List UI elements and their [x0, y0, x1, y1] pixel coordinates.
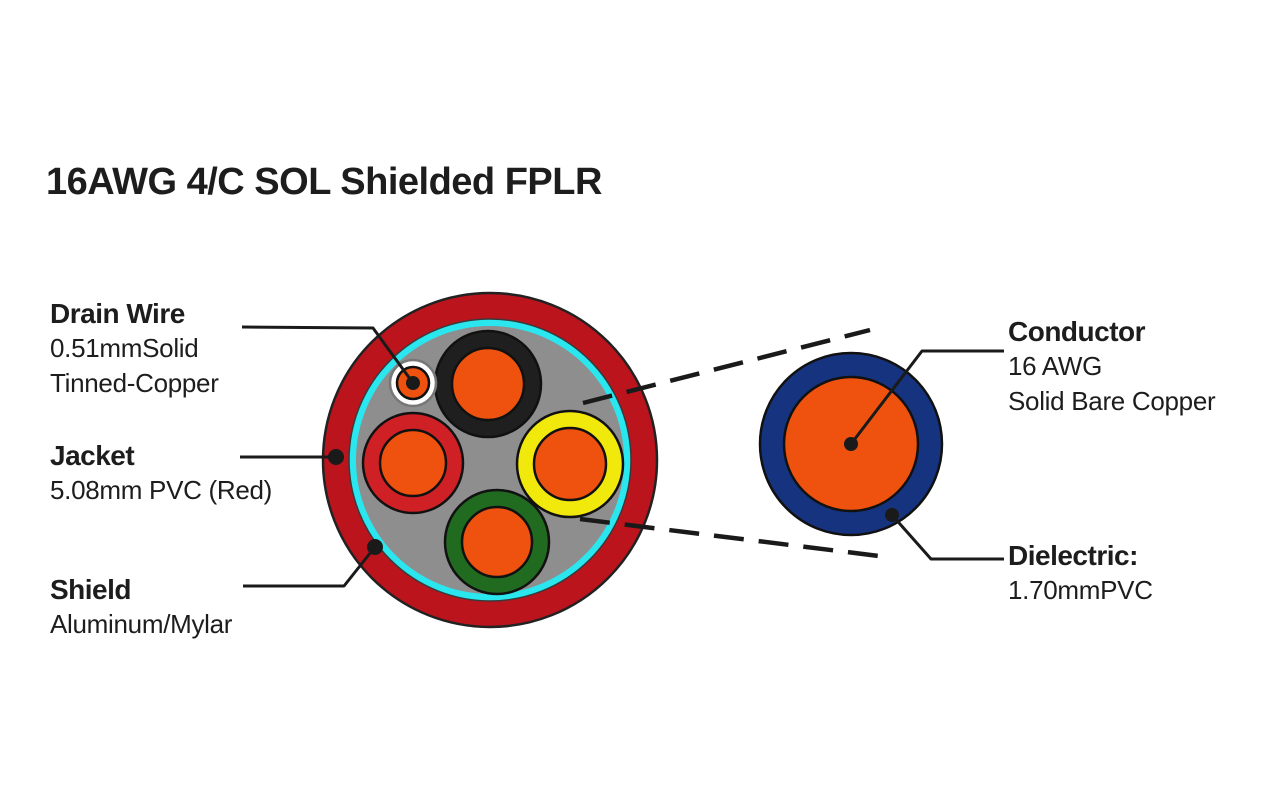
magnifier-line-bottom [579, 516, 888, 560]
callout-heading: Conductor [1008, 316, 1146, 347]
copper-core [460, 505, 534, 579]
callout-conductor: Conductor 16 AWG Solid Bare Copper [1008, 314, 1216, 419]
callout-detail: 16 AWG [1008, 351, 1103, 381]
callout-detail: 1.70mmPVC [1008, 575, 1153, 605]
conductor-yellow [515, 409, 625, 519]
callout-shield: Shield Aluminum/Mylar [50, 572, 232, 642]
leader-line-conductor [849, 349, 1004, 445]
leader-lines [240, 325, 1004, 588]
callout-drain-wire: Drain Wire 0.51mmSolid Tinned-Copper [50, 296, 219, 401]
callout-jacket: Jacket 5.08mm PVC (Red) [50, 438, 272, 508]
callout-detail: 5.08mm PVC (Red) [50, 475, 273, 505]
page-title: 16AWG 4/C SOL Shielded FPLR [46, 161, 602, 203]
copper-core [450, 346, 526, 422]
callout-heading: Jacket [50, 440, 135, 471]
callout-dielectric: Dielectric: 1.70mmPVC [1008, 538, 1153, 608]
callout-detail: Tinned-Copper [50, 368, 219, 398]
callout-detail: Solid Bare Copper [1008, 386, 1216, 416]
magnifier-line-top [582, 327, 871, 406]
callout-dots [328, 376, 899, 555]
copper-core [532, 426, 608, 502]
conductor-black [433, 329, 543, 439]
callout-heading: Drain Wire [50, 298, 185, 329]
callout-detail: Aluminum/Mylar [50, 609, 233, 639]
callout-dot-shield [367, 539, 383, 555]
copper-core [378, 428, 448, 498]
cable-cross-section [321, 291, 659, 629]
leader-line-dielectric [890, 514, 1004, 561]
conductor-red [361, 411, 465, 515]
conductor-green [443, 488, 551, 596]
callout-heading: Shield [50, 574, 132, 605]
leader-line-shield [243, 546, 377, 588]
callout-dot-conductor [844, 437, 858, 451]
callout-dot-drain-wire [406, 376, 420, 390]
callout-dot-dielectric [885, 508, 899, 522]
callout-detail: 0.51mmSolid [50, 333, 199, 363]
callout-heading: Dielectric: [1008, 540, 1138, 571]
callout-dot-jacket [328, 449, 344, 465]
leader-line-drain-wire [241, 325, 415, 384]
magnifier-lines [579, 327, 888, 560]
